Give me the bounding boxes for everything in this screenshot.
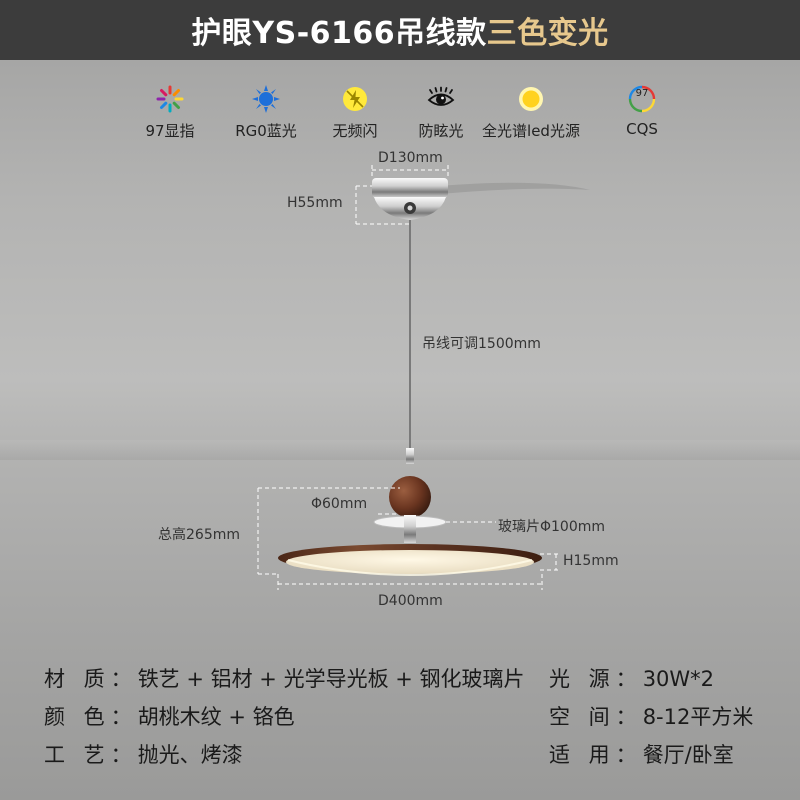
spec-label: 颜 色： bbox=[44, 705, 138, 729]
cqs-badge-text: 97 bbox=[636, 88, 649, 99]
feature-blue-light: RG0蓝光 bbox=[211, 80, 321, 141]
feature-label: 全光谱led光源 bbox=[482, 122, 580, 140]
spec-value: 8-12平方米 bbox=[642, 705, 754, 729]
cqs-97-icon: 97 bbox=[628, 85, 656, 113]
spec-value: 铁艺 + 铝材 + 光学导光板 + 钢化玻璃片 bbox=[137, 667, 525, 691]
lamp-disc bbox=[278, 544, 542, 576]
feature-label: 防眩光 bbox=[418, 122, 464, 140]
feature-cqs: 97 CQS bbox=[587, 80, 697, 138]
spec-use: 适 用：餐厅/卧室 bbox=[549, 739, 734, 769]
product-title: 护眼YS-6166吊线款三色变光 bbox=[191, 8, 608, 52]
dim-disc-height: H15mm bbox=[563, 553, 619, 569]
feature-label: RG0蓝光 bbox=[235, 122, 297, 140]
blue-sun-icon bbox=[252, 85, 280, 113]
dim-ball-diameter: Φ60mm bbox=[311, 496, 368, 512]
dim-disc-diameter: D400mm bbox=[378, 593, 443, 609]
feature-icons-row: 97显指 RG0蓝光 无频闪 bbox=[130, 80, 670, 140]
spec-light-source: 光 源：30W*2 bbox=[549, 663, 714, 693]
dim-canopy-height: H55mm bbox=[287, 195, 343, 211]
spec-label: 工 艺： bbox=[44, 743, 138, 767]
dimension-lines bbox=[257, 165, 560, 590]
ceiling-edge bbox=[0, 440, 800, 460]
dim-glass-diameter: 玻璃片Φ100mm bbox=[498, 519, 606, 535]
feature-cri: 97显指 bbox=[115, 80, 225, 141]
title-main: 护眼YS-6166吊线款 bbox=[191, 16, 487, 51]
spec-color: 颜 色：胡桃木纹 + 铬色 bbox=[44, 701, 295, 731]
color-wheel-icon bbox=[156, 85, 184, 113]
feature-no-flicker: 无频闪 bbox=[300, 80, 410, 141]
eye-icon bbox=[427, 86, 455, 106]
spec-value: 抛光、烤漆 bbox=[137, 743, 243, 767]
spec-value: 胡桃木纹 + 铬色 bbox=[137, 705, 295, 729]
canopy-shadow bbox=[440, 182, 590, 194]
yellow-sun-icon bbox=[519, 87, 543, 111]
feature-anti-glare: 防眩光 bbox=[386, 80, 496, 141]
dim-cable-length: 吊线可调1500mm bbox=[422, 336, 541, 352]
wood-ball bbox=[389, 476, 431, 518]
title-accent: 三色变光 bbox=[486, 16, 609, 51]
feature-label: 97显指 bbox=[145, 122, 195, 140]
spec-label: 适 用： bbox=[549, 743, 643, 767]
dim-total-height: 总高265mm bbox=[158, 527, 240, 543]
spec-label: 空 间： bbox=[549, 705, 643, 729]
no-flicker-icon bbox=[343, 87, 367, 111]
spec-label: 材 质： bbox=[44, 667, 138, 691]
spec-craft: 工 艺：抛光、烤漆 bbox=[44, 739, 243, 769]
spec-value: 餐厅/卧室 bbox=[642, 743, 734, 767]
feature-label: 无频闪 bbox=[332, 122, 378, 140]
spec-value: 30W*2 bbox=[642, 667, 715, 691]
title-bar: 护眼YS-6166吊线款三色变光 bbox=[0, 0, 800, 60]
feature-full-spectrum: 全光谱led光源 bbox=[476, 80, 586, 141]
glass-plate bbox=[373, 515, 447, 543]
cable-connector bbox=[406, 448, 414, 464]
feature-label: CQS bbox=[626, 120, 658, 138]
spec-material: 材 质：铁艺 + 铝材 + 光学导光板 + 钢化玻璃片 bbox=[44, 663, 525, 693]
dim-canopy-diameter: D130mm bbox=[378, 150, 443, 166]
spec-space: 空 间：8-12平方米 bbox=[549, 701, 753, 731]
spec-label: 光 源： bbox=[549, 667, 643, 691]
canopy bbox=[372, 178, 448, 220]
